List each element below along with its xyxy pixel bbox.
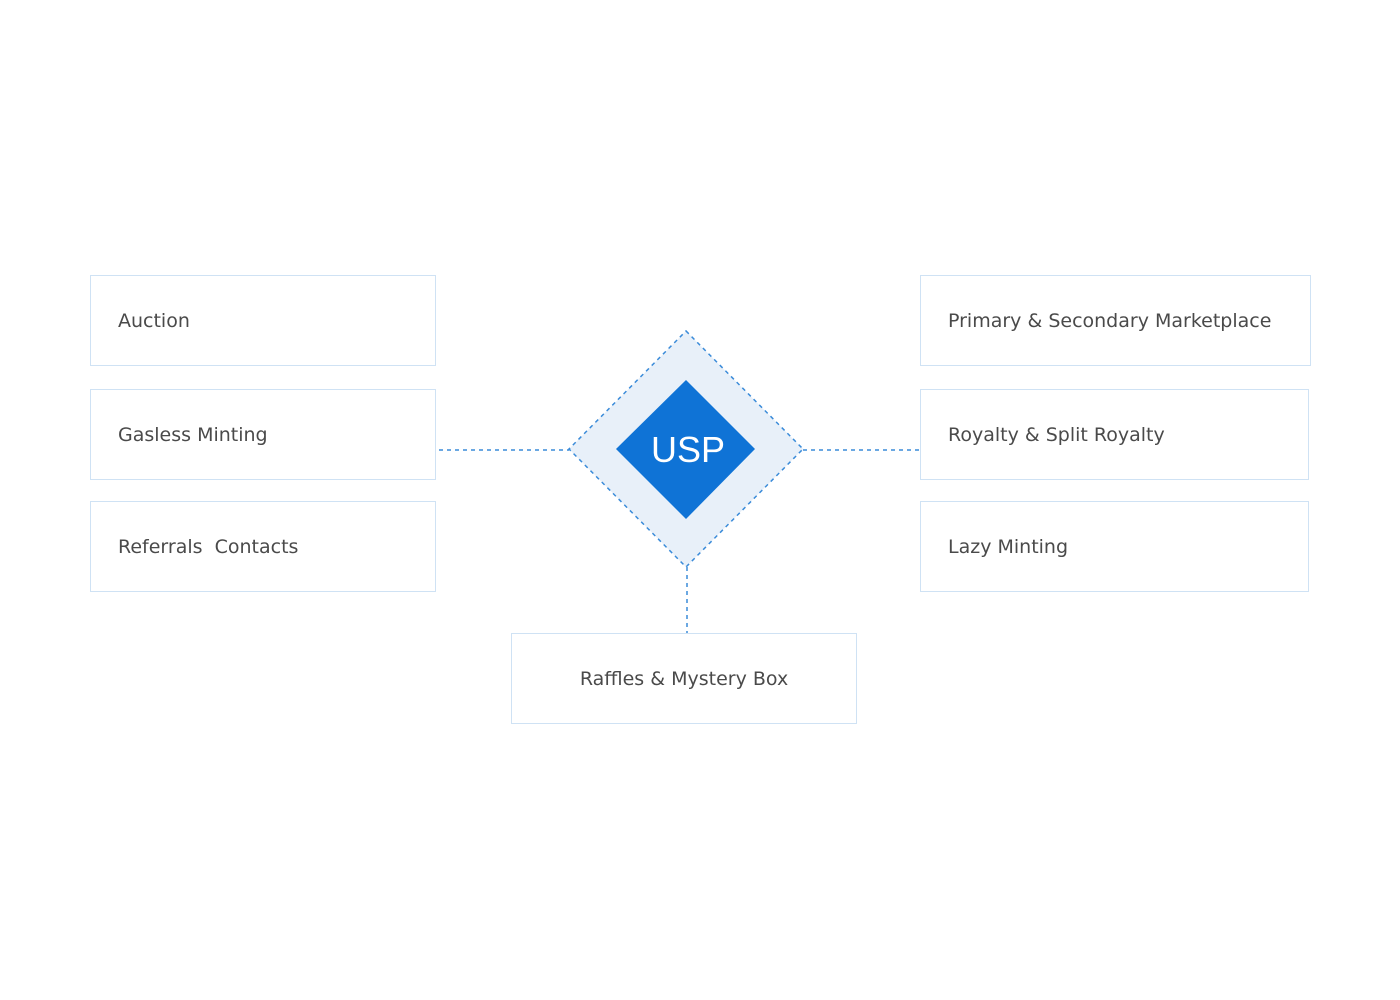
- feature-box-auction: Auction: [90, 275, 436, 366]
- feature-box-gasless-minting: Gasless Minting: [90, 389, 436, 480]
- feature-box-marketplace: Primary & Secondary Marketplace: [920, 275, 1311, 366]
- feature-box-royalty: Royalty & Split Royalty: [920, 389, 1309, 480]
- feature-box-referrals-contacts: Referrals Contacts: [90, 501, 436, 592]
- feature-box-lazy-minting: Lazy Minting: [920, 501, 1309, 592]
- hub-core-diamond: [616, 380, 755, 519]
- hub-label: USP: [650, 429, 726, 470]
- feature-box-raffles-mystery-box: Raffles & Mystery Box: [511, 633, 857, 724]
